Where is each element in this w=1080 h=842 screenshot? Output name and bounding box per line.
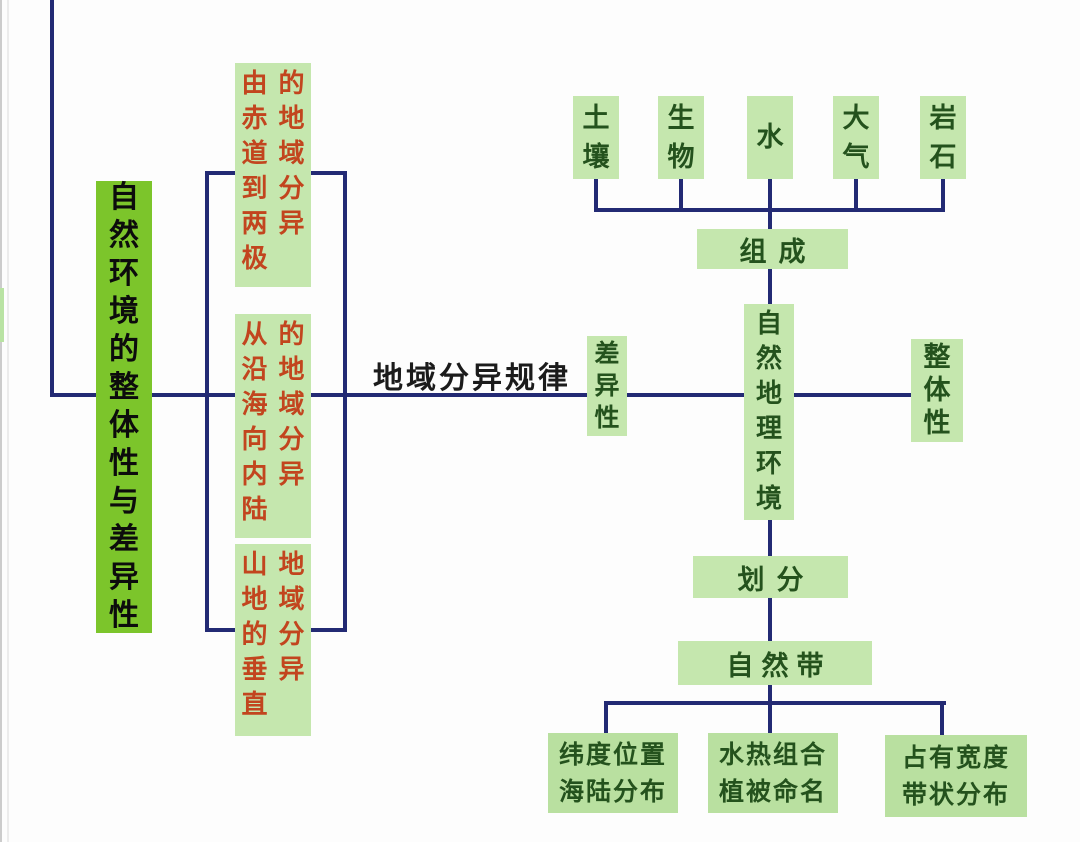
component-box-rock: 岩石 [920,96,966,179]
connector-line-belt-left-drop [604,701,608,734]
connector-line-atmosphere-drop [854,178,858,210]
compose-box: 组成 [697,229,848,269]
rule-label: 地域分异规律 [373,361,571,396]
branch-mountain-vertical-suffix: 地域分异 [278,549,305,685]
connector-line-main-horizontal [152,393,744,397]
connector-line-belt-right-drop [940,701,944,736]
connector-line-entry-vertical [50,0,54,397]
natural-belt-box: 自然带 [678,641,872,685]
component-label-biology: 生物 [667,102,695,173]
branch-mountain-vertical-box: 山地的垂直 地域分异 [235,544,311,736]
root-topic-box: 自然环境的整体性与差异性 [96,180,152,633]
branch-equator-to-poles-main: 由赤道到两极 [241,68,268,274]
compose-label: 组成 [739,236,818,268]
page-edge-line [7,0,9,842]
component-label-soil: 土壤 [582,102,610,173]
connector-line-to-integrity [793,393,911,397]
belt-feature-naming-box: 水热组合 植被命名 [708,733,838,813]
differentiation-label: 差异性 [594,339,620,432]
integrity-label: 整体性 [923,342,951,439]
bracket-line-right [343,171,347,632]
component-box-water: 水 [747,96,793,179]
component-box-biology: 生物 [658,96,704,179]
branch-mountain-vertical-main: 山地的垂直 [241,549,268,720]
belt-feature-naming-line1: 水热组合 [718,740,827,769]
component-label-water: 水 [756,122,784,153]
belt-feature-latitude-box: 纬度位置 海陆分布 [548,733,678,813]
differentiation-box: 差异性 [587,336,627,436]
branch-coast-to-inland-box: 从沿海向内陆 的地域分异 [235,314,311,538]
bracket-line-left [205,171,209,632]
divide-label: 划分 [737,564,816,596]
connector-line-trunk-4 [768,597,772,643]
connector-line-rock-drop [941,178,945,210]
connector-line-trunk-3 [768,519,772,558]
component-box-atmosphere: 大气 [833,96,879,179]
divide-box: 划分 [693,556,848,598]
branch-coast-to-inland-suffix: 的地域分异 [278,319,305,490]
connector-line-trunk-1 [768,208,772,231]
branch-equator-to-poles-suffix: 的地域分异 [278,68,305,239]
page-edge-strip [0,0,2,842]
component-label-rock: 岩石 [929,102,957,173]
connector-line-biology-drop [679,178,683,210]
belt-feature-latitude-line2: 海陆分布 [558,777,667,806]
belt-feature-latitude-line1: 纬度位置 [558,740,667,769]
component-label-atmosphere: 大气 [842,102,870,173]
root-topic-label: 自然环境的整体性与差异性 [109,180,139,633]
natural-geographic-environment-label: 自然地理环境 [755,309,782,514]
branch-coast-to-inland-main: 从沿海向内陆 [241,319,268,525]
integrity-box: 整体性 [911,339,963,442]
branch-equator-to-poles-box: 由赤道到两极 的地域分异 [235,63,311,287]
cropped-box-fragment [0,288,4,342]
belt-feature-distribution-box: 占有宽度 带状分布 [885,735,1027,817]
belt-feature-distribution-line1: 占有宽度 [901,743,1010,772]
connector-line-belt-horizontal [604,701,946,705]
connector-line-trunk-5 [768,684,772,734]
connector-line-trunk-2 [768,268,772,306]
natural-belt-label: 自然带 [726,650,832,682]
connector-line-soil-drop [594,178,598,210]
belt-feature-naming-line2: 植被命名 [718,777,827,806]
belt-feature-distribution-line2: 带状分布 [901,780,1010,809]
connector-line-water-drop [768,178,772,210]
component-box-soil: 土壤 [573,96,619,179]
natural-geographic-environment-box: 自然地理环境 [744,304,794,520]
connector-line-entry-elbow [50,393,96,397]
